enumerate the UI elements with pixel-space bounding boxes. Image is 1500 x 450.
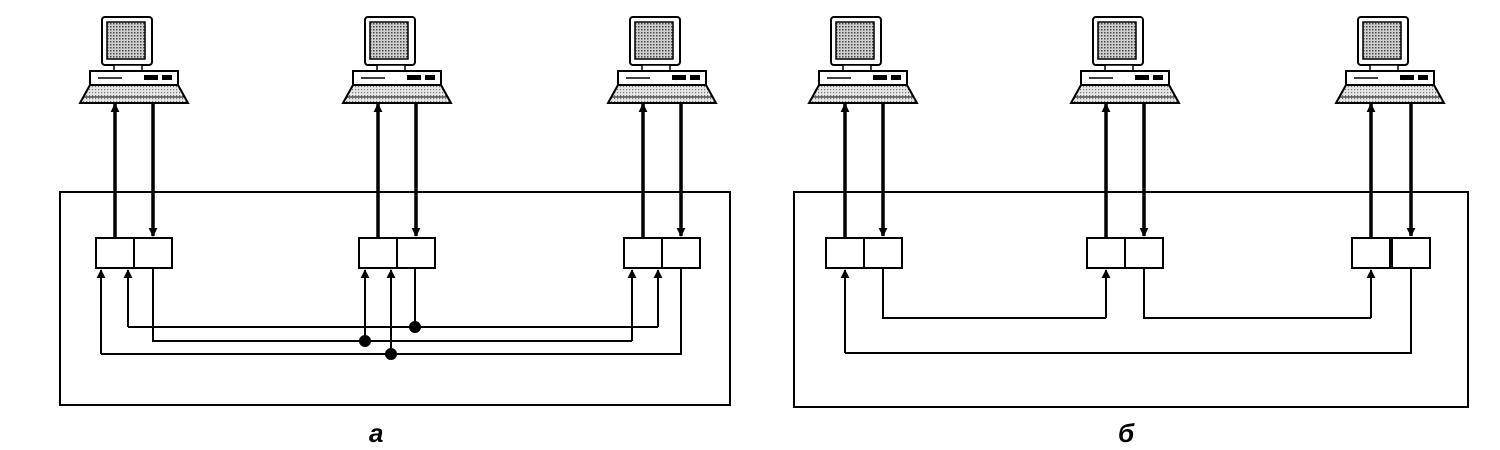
port-box: [661, 237, 701, 269]
port-box: [1124, 237, 1164, 269]
port-box: [396, 237, 436, 269]
network-frame-a: [59, 191, 731, 406]
computer-icon: [1335, 16, 1445, 104]
computer-icon: [808, 16, 918, 104]
port-box: [1391, 237, 1431, 269]
port-box: [95, 237, 135, 269]
port-box: [1351, 237, 1391, 269]
diagram-a: [59, 16, 731, 406]
computer-icon: [1070, 16, 1180, 104]
caption-b: б: [1118, 418, 1135, 448]
computer-icon: [79, 16, 189, 104]
port-box: [133, 237, 173, 269]
computer-icon: [607, 16, 717, 104]
port-box: [863, 237, 903, 269]
network-frame-b: [793, 191, 1469, 408]
diagram-b: [793, 16, 1469, 408]
port-box: [825, 237, 865, 269]
port-box: [623, 237, 663, 269]
port-box: [1086, 237, 1126, 269]
port-box: [358, 237, 398, 269]
caption-a: а: [369, 418, 384, 448]
computer-icon: [342, 16, 452, 104]
